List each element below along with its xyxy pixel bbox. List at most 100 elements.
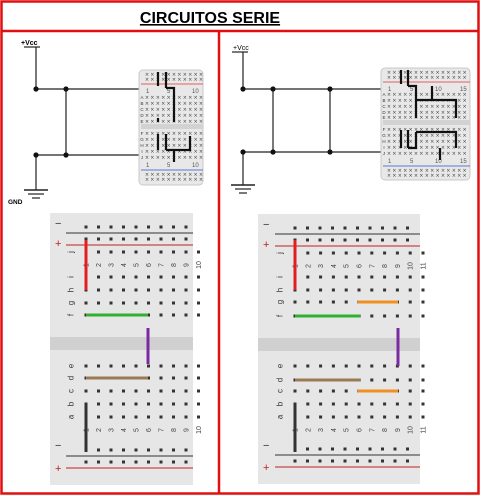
rail-hole[interactable] (331, 447, 334, 451)
breadboard-hole[interactable] (147, 250, 150, 254)
breadboard-hole[interactable] (172, 389, 175, 393)
breadboard-hole[interactable] (306, 415, 310, 419)
breadboard-hole[interactable] (383, 314, 387, 318)
breadboard-hole[interactable] (184, 250, 188, 254)
rail-hole[interactable] (147, 460, 150, 464)
breadboard-hole[interactable] (344, 415, 348, 419)
breadboard-hole[interactable] (147, 389, 150, 393)
rail-hole[interactable] (293, 459, 297, 463)
breadboard-hole[interactable] (319, 251, 323, 255)
breadboard-hole[interactable] (293, 364, 297, 368)
breadboard-hole[interactable] (370, 415, 374, 419)
breadboard-hole[interactable] (421, 251, 425, 255)
rail-hole[interactable] (109, 225, 113, 229)
breadboard-hole[interactable] (184, 389, 188, 393)
breadboard-hole[interactable] (172, 275, 175, 279)
rail-hole[interactable] (393, 459, 397, 463)
breadboard-hole[interactable] (97, 364, 100, 368)
breadboard-hole[interactable] (421, 389, 425, 393)
breadboard-hole[interactable] (344, 300, 348, 304)
breadboard-hole[interactable] (408, 314, 412, 318)
breadboard-hole[interactable] (408, 288, 412, 292)
breadboard-hole[interactable] (370, 402, 374, 406)
breadboard-hole[interactable] (184, 313, 188, 317)
breadboard-hole[interactable] (172, 301, 175, 305)
breadboard-hole[interactable] (147, 313, 150, 317)
breadboard-hole[interactable] (159, 313, 163, 317)
breadboard-hole[interactable] (197, 402, 200, 406)
breadboard-hole[interactable] (147, 301, 150, 305)
rail-hole[interactable] (393, 226, 397, 230)
breadboard-hole[interactable] (197, 275, 200, 279)
rail-hole[interactable] (184, 448, 188, 452)
breadboard-hole[interactable] (159, 301, 163, 305)
breadboard-hole[interactable] (383, 378, 387, 382)
breadboard-hole[interactable] (109, 301, 113, 305)
rail-hole[interactable] (172, 225, 175, 229)
rail-hole[interactable] (109, 460, 113, 464)
breadboard-hole[interactable] (357, 275, 361, 279)
breadboard-hole[interactable] (84, 389, 88, 393)
breadboard-hole[interactable] (134, 250, 138, 254)
breadboard-hole[interactable] (84, 364, 88, 368)
breadboard-hole[interactable] (109, 402, 113, 406)
breadboard-hole[interactable] (197, 364, 200, 368)
rail-hole[interactable] (331, 238, 334, 242)
breadboard-hole[interactable] (306, 251, 310, 255)
breadboard-hole[interactable] (344, 288, 348, 292)
rail-hole[interactable] (368, 226, 372, 230)
rail-hole[interactable] (122, 448, 125, 452)
rail-hole[interactable] (109, 237, 113, 241)
breadboard-hole[interactable] (172, 364, 175, 368)
breadboard-hole[interactable] (197, 376, 200, 380)
breadboard-hole[interactable] (293, 389, 297, 393)
breadboard-hole[interactable] (184, 415, 188, 419)
breadboard-hole[interactable] (159, 288, 163, 292)
breadboard-hole[interactable] (408, 300, 412, 304)
breadboard-hole[interactable] (408, 364, 412, 368)
breadboard-hole[interactable] (395, 402, 399, 406)
rail-hole[interactable] (159, 225, 163, 229)
breadboard-hole[interactable] (408, 251, 412, 255)
rail-hole[interactable] (368, 238, 372, 242)
breadboard-hole[interactable] (344, 364, 348, 368)
rail-hole[interactable] (368, 447, 372, 451)
rail-hole[interactable] (406, 447, 409, 451)
breadboard-hole[interactable] (172, 313, 175, 317)
breadboard-hole[interactable] (197, 250, 200, 254)
breadboard-hole[interactable] (331, 251, 335, 255)
breadboard-hole[interactable] (370, 275, 374, 279)
breadboard-hole[interactable] (395, 251, 399, 255)
breadboard-hole[interactable] (134, 389, 138, 393)
rail-hole[interactable] (122, 460, 125, 464)
breadboard-hole[interactable] (197, 389, 200, 393)
breadboard-hole[interactable] (319, 402, 323, 406)
breadboard-hole[interactable] (172, 250, 175, 254)
rail-hole[interactable] (406, 238, 409, 242)
rail-hole[interactable] (293, 226, 297, 230)
breadboard-hole[interactable] (408, 415, 412, 419)
breadboard-hole[interactable] (383, 415, 387, 419)
rail-hole[interactable] (343, 447, 347, 451)
breadboard-hole[interactable] (122, 389, 125, 393)
breadboard-hole[interactable] (159, 250, 163, 254)
breadboard-hole[interactable] (109, 364, 113, 368)
breadboard-hole[interactable] (147, 376, 150, 380)
breadboard-hole[interactable] (421, 314, 425, 318)
breadboard-hole[interactable] (97, 275, 100, 279)
breadboard-hole[interactable] (408, 402, 412, 406)
rail-hole[interactable] (406, 459, 409, 463)
rail-hole[interactable] (356, 459, 359, 463)
breadboard-hole[interactable] (159, 415, 163, 419)
breadboard-hole[interactable] (344, 389, 348, 393)
breadboard-hole[interactable] (383, 364, 387, 368)
breadboard-hole[interactable] (357, 415, 361, 419)
breadboard-hole[interactable] (306, 300, 310, 304)
rail-hole[interactable] (306, 447, 309, 451)
breadboard-hole[interactable] (370, 364, 374, 368)
breadboard-hole[interactable] (122, 288, 125, 292)
breadboard-hole[interactable] (147, 364, 150, 368)
rail-hole[interactable] (109, 448, 113, 452)
breadboard-hole[interactable] (370, 251, 374, 255)
rail-hole[interactable] (147, 237, 150, 241)
